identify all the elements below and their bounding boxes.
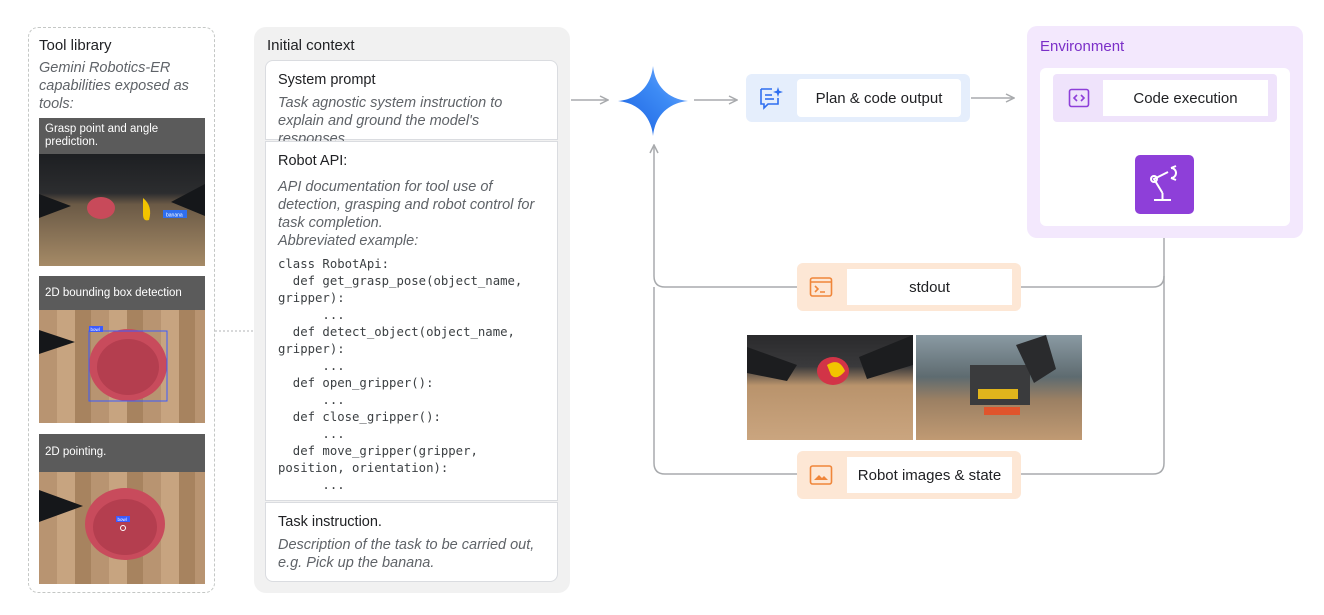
robot-camera-image-top	[747, 335, 913, 440]
initial-context-title: Initial context	[267, 37, 355, 54]
tool-tag: bowl	[118, 517, 127, 522]
image-icon	[809, 465, 833, 485]
initial-context-panel: Initial context System prompt Task agnos…	[254, 27, 570, 593]
task-instruction-heading: Task instruction.	[278, 514, 382, 530]
environment-title: Environment	[1040, 38, 1125, 55]
robot-images-state-label: Robot images & state	[847, 457, 1012, 493]
robot-camera-image-side	[916, 335, 1082, 440]
robot-api-card: Robot API: API documentation for tool us…	[265, 141, 558, 501]
robot-api-code: class RobotApi: def get_grasp_pose(objec…	[278, 257, 523, 492]
environment-panel: Environment Code execution	[1027, 26, 1303, 238]
line-env-to-stdout	[1021, 238, 1165, 288]
bbox-example-image: bowl	[39, 310, 205, 423]
tool-tag: banana	[166, 213, 183, 219]
line-env-to-images	[1021, 276, 1165, 475]
plan-code-output-box: Plan & code output	[746, 74, 970, 122]
tool-caption: Grasp point and angle prediction.	[39, 118, 205, 154]
grasp-example-image: banana	[39, 154, 205, 266]
tool-library-title: Tool library	[39, 37, 112, 54]
gemini-star-icon	[618, 66, 688, 136]
tool-tag: bowl	[91, 327, 100, 332]
task-instruction-card: Task instruction. Description of the tas…	[265, 502, 558, 582]
robot-api-description-text: API documentation for tool use of detect…	[278, 179, 535, 231]
robot-arm-icon	[1135, 155, 1194, 214]
system-prompt-card: System prompt Task agnostic system instr…	[265, 60, 558, 147]
system-prompt-description: Task agnostic system instruction to expl…	[278, 95, 503, 147]
robot-images-state-box: Robot images & state	[797, 451, 1021, 499]
tool-bounding-box: 2D bounding box detection bowl	[39, 276, 205, 423]
terminal-icon	[809, 277, 833, 297]
line-stdout-to-model	[654, 145, 797, 288]
robot-api-example-label: Abbreviated example:	[278, 233, 419, 249]
system-prompt-heading: System prompt	[278, 72, 376, 88]
tool-pointing: 2D pointing. bowl	[39, 434, 205, 584]
pointing-example-image: bowl	[39, 472, 205, 584]
robot-api-heading: Robot API:	[278, 153, 348, 169]
code-execution-label: Code execution	[1103, 80, 1268, 116]
tool-library-subtitle: Gemini Robotics-ER capabilities exposed …	[39, 60, 189, 112]
tool-library-panel: Tool library Gemini Robotics-ER capabili…	[28, 27, 215, 593]
sparkle-doc-icon	[760, 87, 783, 110]
code-execution-box: Code execution	[1053, 74, 1277, 122]
stdout-label: stdout	[847, 269, 1012, 305]
tool-caption: 2D bounding box detection	[39, 276, 205, 310]
plan-code-output-label: Plan & code output	[797, 79, 961, 117]
stdout-box: stdout	[797, 263, 1021, 311]
environment-inner-panel: Code execution	[1040, 68, 1290, 226]
line-images-to-model	[653, 287, 797, 475]
robot-api-description: API documentation for tool use of detect…	[278, 178, 545, 250]
code-brackets-icon	[1068, 88, 1090, 108]
tool-caption: 2D pointing.	[39, 434, 205, 472]
task-instruction-description: Description of the task to be carried ou…	[278, 537, 535, 571]
tool-grasp-prediction: Grasp point and angle prediction. banana	[39, 118, 205, 266]
